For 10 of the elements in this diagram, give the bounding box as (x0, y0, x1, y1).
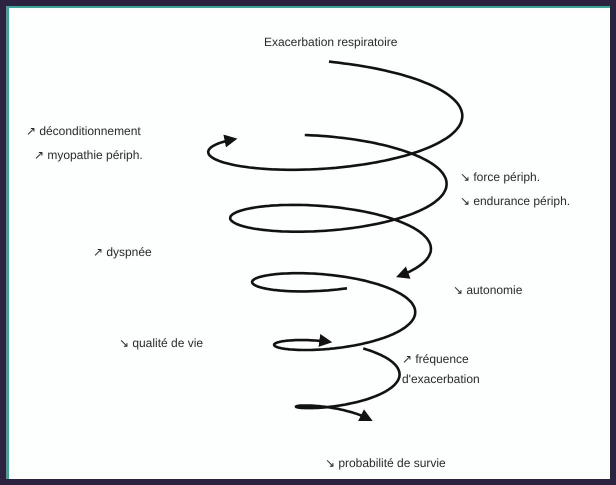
effect-label: ↗ dyspnée (93, 244, 152, 261)
effect-label: ↘ probabilité de survie (325, 455, 446, 472)
effect-label: ↘ force périph. (460, 169, 540, 186)
title: Exacerbation respiratoire (264, 35, 398, 49)
effect-label: ↗ fréquence d'exacerbation (402, 351, 481, 388)
effect-label: ↗ déconditionnement (26, 123, 141, 140)
effect-label: ↘ autonomie (453, 282, 522, 299)
effect-label: ↘ endurance périph. (460, 193, 570, 210)
effect-label: ↗ myopathie périph. (34, 147, 143, 164)
effect-label: ↘ qualité de vie (119, 335, 204, 352)
